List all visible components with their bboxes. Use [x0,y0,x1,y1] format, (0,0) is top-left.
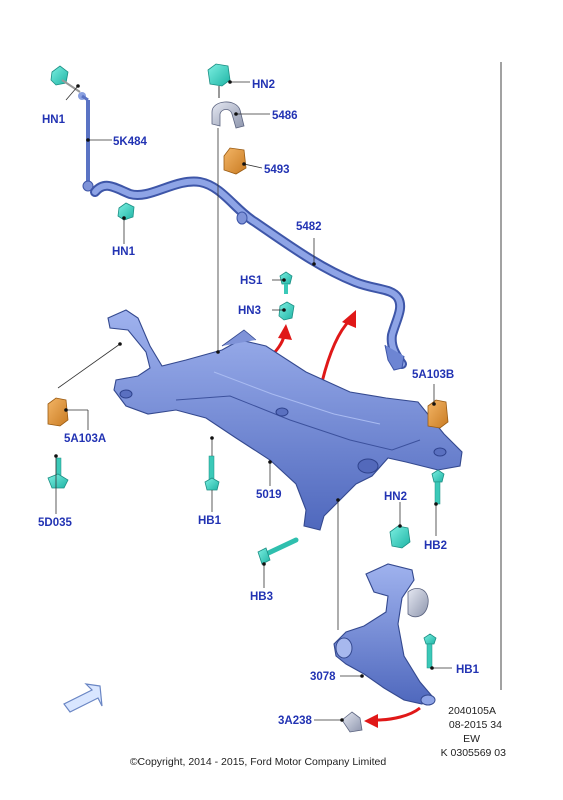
label-hb1-left: HB1 [198,515,222,527]
label-3a238: 3A238 [278,715,312,727]
label-5486: 5486 [272,110,298,122]
label-3078: 3078 [310,671,336,683]
bushing-5493 [223,147,247,175]
label-hb1-right: HB1 [456,664,480,676]
nut-hn3 [278,301,295,321]
drawing-number: 2040105A [448,705,496,717]
label-5493: 5493 [264,164,290,176]
bolt-hb1-left [204,455,220,491]
bracket-5486 [211,101,245,129]
label-5a103a: 5A103A [64,433,106,445]
label-hn1-bottom: HN1 [112,246,136,258]
bolt-5d035 [47,457,69,489]
bushing-5a103b [427,399,449,429]
lower-arm-3078 [333,563,436,706]
subframe-5019 [107,309,463,531]
label-5k484: 5K484 [113,136,147,148]
nut-hn2-top [207,63,231,98]
reference-number: K 0305569 03 [441,747,507,759]
label-hn2-top: HN2 [252,79,275,91]
date-code: 08-2015 34 [449,719,502,731]
label-hn2-bottom: HN2 [384,491,407,503]
bushing-5a103a [47,397,69,427]
red-arrow-upper-right [320,310,356,383]
label-hs1: HS1 [240,275,263,287]
label-hb2: HB2 [424,540,447,552]
bolt-hb1-right [423,633,437,669]
nut-hn1-bottom [117,202,135,221]
label-5a103b: 5A103B [412,369,454,381]
leader-lines [55,81,452,721]
label-5019: 5019 [256,489,282,501]
stabilizer-link-5k484 [78,92,94,192]
clamp-3a238 [341,711,363,733]
bolt-hs1 [279,271,293,294]
label-hb3: HB3 [250,591,273,603]
bolt-hb3 [257,537,299,565]
copyright-notice: ©Copyright, 2014 - 2015, Ford Motor Comp… [130,756,387,768]
region-code: EW [463,733,480,745]
nut-hn2-bottom [389,525,411,549]
label-5482: 5482 [296,221,322,233]
label-hn3: HN3 [238,305,261,317]
stabilizer-bar-5482 [90,176,407,371]
label-5d035: 5D035 [38,517,72,529]
leader-dots [54,80,438,722]
front-direction-arrow-icon [63,683,103,713]
nut-hn1-top [50,65,81,93]
bolt-hb2 [431,469,445,505]
label-hn1-top: HN1 [42,114,66,126]
red-arrow-lower [364,706,421,728]
